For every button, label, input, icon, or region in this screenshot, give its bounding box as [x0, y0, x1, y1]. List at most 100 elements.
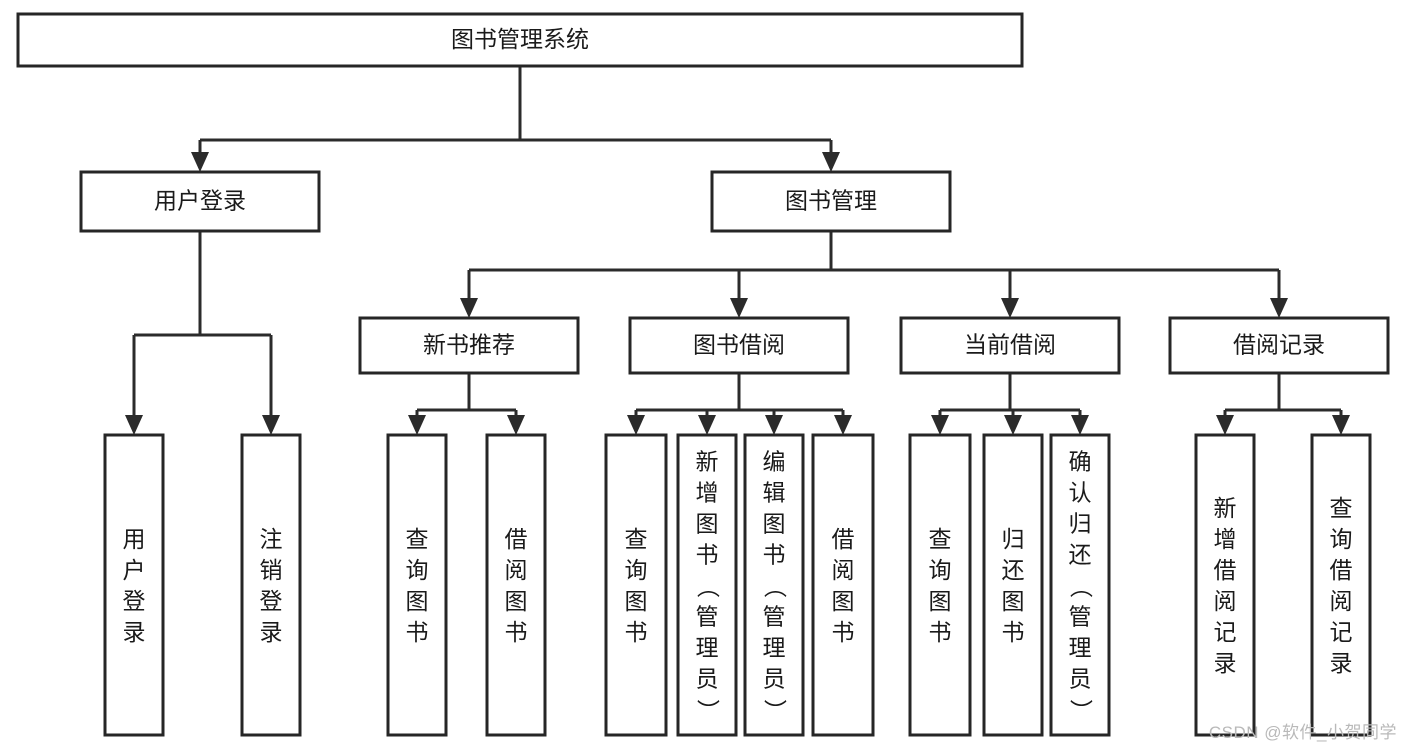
- node-label-char: 书: [1002, 619, 1025, 645]
- node-label-char: 登: [123, 588, 146, 614]
- node-label-char: 销: [260, 557, 283, 583]
- node-label-char: 借: [1214, 557, 1237, 583]
- node-label-char: 询: [929, 557, 952, 583]
- arrow-head-icon: [1216, 415, 1234, 435]
- node-box: [1310, 433, 1372, 737]
- node-book-borrow[interactable]: 图书借阅: [628, 316, 850, 375]
- node-box: [628, 316, 850, 375]
- node-label-char: 图: [696, 511, 719, 537]
- node-label: 图书管理系统: [451, 26, 589, 52]
- node-label-char: 记: [1214, 619, 1237, 645]
- node-label-char: 录: [260, 619, 283, 645]
- node-label-char: 询: [1330, 526, 1353, 552]
- node-label-char: 管: [696, 604, 719, 630]
- arrow-head-icon: [1001, 298, 1019, 318]
- node-label-char: 员: [763, 666, 786, 692]
- node-box: [676, 433, 738, 737]
- node-box: [386, 433, 448, 737]
- node-label-char: 新: [1214, 495, 1237, 521]
- arrow-head-icon: [1071, 415, 1089, 435]
- node-box: [1194, 433, 1256, 737]
- node-label-char: 管: [1069, 604, 1092, 630]
- arrow-head-icon: [460, 298, 478, 318]
- node-new-book-rec[interactable]: 新书推荐: [358, 316, 580, 375]
- node-box: [811, 433, 875, 737]
- arrow-head-icon: [1004, 415, 1022, 435]
- node-leaf-user-login[interactable]: 用户登录: [103, 433, 165, 737]
- node-label-char: 增: [1214, 526, 1237, 552]
- node-label-char: 图: [763, 511, 786, 537]
- node-label-char: 理: [1069, 635, 1092, 661]
- node-current-borrow[interactable]: 当前借阅: [899, 316, 1121, 375]
- arrow-head-icon: [1270, 298, 1288, 318]
- node-label-char: 图: [1002, 588, 1025, 614]
- connector-layer: [125, 66, 1350, 435]
- node-label-char: ）: [695, 699, 721, 722]
- node-label-char: 确: [1069, 449, 1092, 475]
- node-label: 新书推荐: [423, 332, 515, 358]
- node-box: [1049, 433, 1111, 737]
- arrow-head-icon: [765, 415, 783, 435]
- node-book-manage[interactable]: 图书管理: [710, 170, 952, 233]
- node-label-char: 记: [1330, 619, 1353, 645]
- node-label-char: 录: [1330, 650, 1353, 676]
- node-label-char: （: [695, 575, 721, 598]
- node-label-char: 编: [763, 449, 786, 475]
- node-label-char: 书: [763, 542, 786, 568]
- node-label-char: 借: [1330, 557, 1353, 583]
- node-label-char: 书: [696, 542, 719, 568]
- watermark-text: CSDN @软件_小贺同学: [1208, 723, 1397, 742]
- node-label-char: 查: [406, 526, 429, 552]
- node-box: [899, 316, 1121, 375]
- node-user-login[interactable]: 用户登录: [79, 170, 321, 233]
- node-label: 图书借阅: [693, 332, 785, 358]
- node-root[interactable]: 图书管理系统: [16, 12, 1024, 68]
- arrow-head-icon: [698, 415, 716, 435]
- node-label-char: 询: [625, 557, 648, 583]
- node-label-char: 借: [832, 526, 855, 552]
- node-label-char: 用: [123, 526, 146, 552]
- node-layer: 图书管理系统用户登录图书管理新书推荐图书借阅当前借阅借阅记录用户登录注销登录查询…: [16, 12, 1390, 737]
- node-label-char: 录: [123, 619, 146, 645]
- node-label-char: 归: [1002, 526, 1025, 552]
- node-label-char: （: [1068, 575, 1094, 598]
- arrow-head-icon: [627, 415, 645, 435]
- node-label-char: 查: [1330, 495, 1353, 521]
- arrow-head-icon: [1332, 415, 1350, 435]
- node-label-char: 询: [406, 557, 429, 583]
- node-label-char: 借: [505, 526, 528, 552]
- arrow-head-icon: [507, 415, 525, 435]
- node-label-char: 户: [123, 557, 146, 583]
- node-label: 借阅记录: [1233, 332, 1325, 358]
- node-borrow-record[interactable]: 借阅记录: [1168, 316, 1390, 375]
- node-label: 图书管理: [785, 188, 877, 214]
- node-label-char: 认: [1069, 480, 1092, 506]
- node-label-char: 录: [1214, 650, 1237, 676]
- node-label-char: 阅: [1330, 588, 1353, 614]
- node-box: [485, 433, 547, 737]
- node-label-char: 阅: [832, 557, 855, 583]
- node-label-char: 图: [929, 588, 952, 614]
- node-label-char: （: [762, 575, 788, 598]
- node-box: [982, 433, 1044, 737]
- node-label-char: 阅: [1214, 588, 1237, 614]
- node-label-char: 书: [406, 619, 429, 645]
- node-label: 用户登录: [154, 188, 246, 214]
- node-label-char: 图: [832, 588, 855, 614]
- arrow-head-icon: [730, 298, 748, 318]
- node-label-char: 理: [763, 635, 786, 661]
- node-label-char: 增: [696, 480, 719, 506]
- node-label-char: 书: [832, 619, 855, 645]
